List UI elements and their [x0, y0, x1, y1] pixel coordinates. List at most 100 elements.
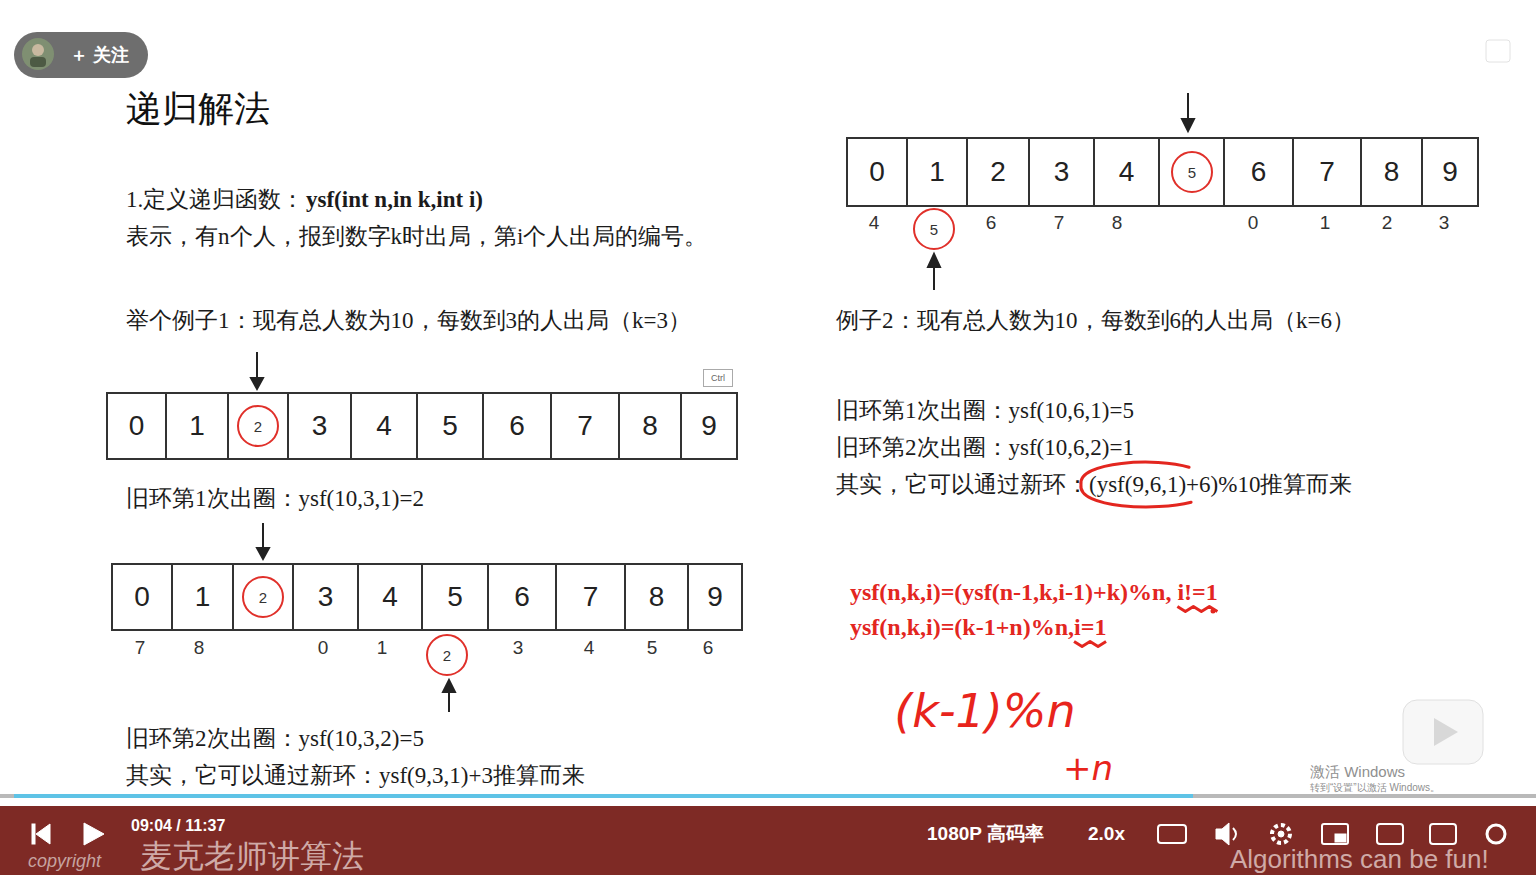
array-cell: 5: [1158, 137, 1225, 207]
array-cell: 6: [487, 563, 557, 631]
node-text: 5: [1188, 164, 1196, 181]
arrow-head: [251, 378, 263, 389]
new-index: 6: [986, 212, 997, 235]
array-cell: 1: [171, 563, 234, 631]
node-text: 6: [1251, 156, 1267, 188]
array-cell: 2: [227, 392, 289, 460]
node-text: 8: [1384, 156, 1400, 188]
arrow-head: [443, 680, 455, 692]
play-icon: [84, 823, 104, 845]
array-cell: 3: [287, 392, 352, 460]
array-cell: 0: [106, 392, 167, 460]
new-index: 1: [377, 637, 388, 660]
array-cell: 9: [1421, 137, 1479, 207]
node-text: 1: [195, 581, 211, 613]
handwritten-note: +n: [1063, 748, 1113, 789]
progress-track: [0, 794, 1536, 798]
handwritten-note: (k-1)%n: [894, 684, 1075, 739]
node-text: Ctrl: [711, 373, 725, 383]
video-watermark: copyright: [28, 851, 101, 873]
quality-button: 1080P 高码率: [927, 823, 1044, 846]
node-text: 5: [442, 410, 458, 442]
settings-icon: [1272, 825, 1290, 843]
array-cell: 2: [966, 137, 1030, 207]
recurrence-formula: ysf(n,k,i)=(k-1+n)%n,i=1: [850, 613, 1106, 642]
array-cell: 1: [165, 392, 229, 460]
recurrence-formula: ysf(n,k,i)=(ysf(n-1,k,i-1)+k)%n, i!=1: [850, 578, 1218, 607]
key-hint: Ctrl: [703, 369, 733, 387]
new-index: 3: [513, 637, 524, 660]
definition-text: 1.定义递归函数：: [126, 186, 304, 214]
node-text: 7: [1319, 156, 1335, 188]
arrow-head: [257, 548, 269, 559]
slide-title: 递归解法: [126, 88, 270, 131]
os-watermark: 转到“设置”以激活 Windows。: [1310, 782, 1440, 794]
array-cell: 8: [1360, 137, 1423, 207]
out-marker: 5: [913, 208, 955, 250]
os-watermark: 激活 Windows: [1310, 763, 1405, 781]
skip-back-icon: [32, 824, 35, 844]
array-cell: 3: [1028, 137, 1095, 207]
node-text: 6: [509, 410, 525, 442]
array-cell: 6: [482, 392, 552, 460]
fullscreen-icon: [1430, 824, 1456, 844]
array-cell: 4: [1093, 137, 1160, 207]
node-text: 0: [134, 581, 150, 613]
new-index: 7: [1054, 212, 1065, 235]
node-text: 3: [312, 410, 328, 442]
array-cell: 5: [416, 392, 484, 460]
step-text: 旧环第1次出圈：ysf(10,3,1)=2: [126, 485, 424, 513]
out-marker: 2: [242, 576, 284, 618]
video-watermark: 麦克老师讲算法: [140, 837, 364, 875]
node-text: 4: [1119, 156, 1135, 188]
player-bar: [0, 806, 1536, 875]
node-text: 1: [929, 156, 945, 188]
subtitle-icon: [1158, 825, 1186, 843]
pointer-arrows: [251, 93, 1194, 712]
pointer-arrow: [933, 265, 935, 290]
example-heading: 例子2：现有总人数为10，每数到6的人出局（k=6）: [836, 307, 1355, 335]
step-text: 旧环第2次出圈：ysf(10,3,2)=5: [126, 725, 424, 753]
help-icon: [1486, 40, 1510, 62]
play-time: 09:04 / 11:37: [131, 816, 225, 835]
array-cell: 9: [687, 563, 743, 631]
out-marker: 5: [1171, 151, 1213, 193]
array-cell: 4: [357, 563, 423, 631]
node-text: 8: [649, 581, 665, 613]
pointer-arrow: [448, 690, 450, 712]
array-cell: 3: [292, 563, 359, 631]
video-logo: [1403, 700, 1483, 764]
new-index: 4: [869, 212, 880, 235]
node-text: 0: [129, 410, 145, 442]
new-index: 8: [1112, 212, 1123, 235]
node-text: ＋ 关注: [70, 43, 129, 67]
array-cell: 5: [421, 563, 489, 631]
progress-fill: [14, 794, 1193, 798]
settings-icon: [1278, 831, 1284, 837]
pointer-arrow: [1187, 93, 1189, 121]
node-text: 2: [990, 156, 1006, 188]
node-text: 3: [318, 581, 334, 613]
step-text: 旧环第2次出圈：ysf(10,6,2)=1: [836, 434, 1134, 462]
volume-icon: [1216, 823, 1229, 845]
node-text: 4: [382, 581, 398, 613]
node-text: 2: [259, 589, 267, 606]
new-index: 0: [318, 637, 329, 660]
step-text: 其实，它可以通过新环：ysf(9,3,1)+3推算而来: [126, 762, 585, 790]
array-cell: 7: [550, 392, 620, 460]
new-index: 0: [1248, 212, 1259, 235]
function-signature: ysf(int n,in k,int i): [306, 186, 483, 214]
out-marker: 2: [426, 634, 468, 676]
node-text: 2: [443, 647, 451, 664]
step-text: 其实，它可以通过新环：(ysf(9,6,1)+6)%10推算而来: [836, 471, 1352, 499]
node-text: 5: [930, 221, 938, 238]
video-watermark: Algorithms can be fun!: [1230, 844, 1489, 875]
pointer-arrow: [262, 523, 264, 550]
new-index: 1: [1320, 212, 1331, 235]
array-cell: 8: [618, 392, 682, 460]
arrow-head: [928, 254, 940, 267]
new-index: 4: [584, 637, 595, 660]
array-cell: 1: [906, 137, 968, 207]
out-marker: 2: [237, 405, 279, 447]
